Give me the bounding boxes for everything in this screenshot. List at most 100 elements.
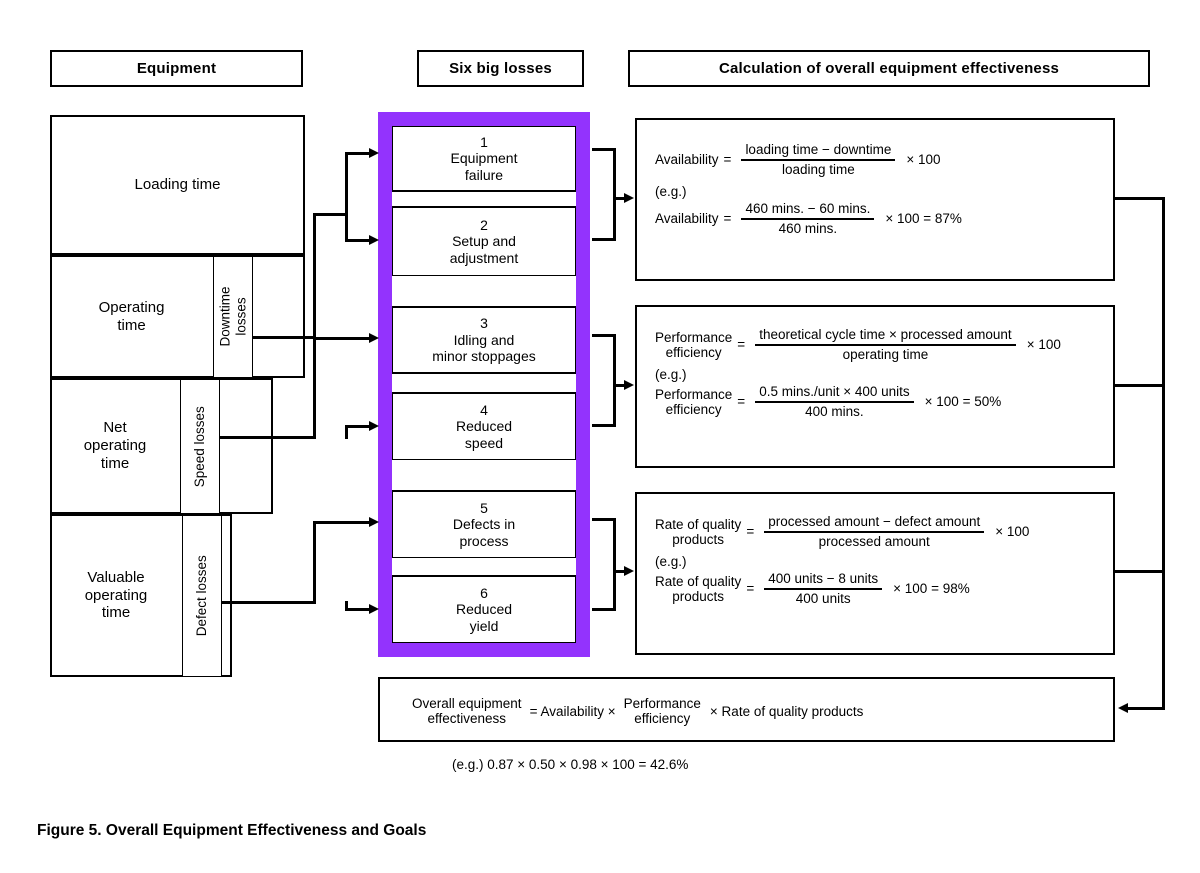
header-losses-label: Six big losses xyxy=(449,60,552,77)
quality-example-formula: Rate of quality products = 400 units − 8… xyxy=(655,571,1113,607)
connector-performance-out xyxy=(1113,384,1165,387)
availability-main-formula: Availability = loading time − downtime l… xyxy=(655,142,1113,178)
availability-example-formula: Availability = 460 mins. − 60 mins. 460 … xyxy=(655,201,1113,237)
equipment-row-operating-time xyxy=(50,255,305,378)
connector-defect-trunk-h xyxy=(222,601,316,604)
oee-mid: Performance efficiency xyxy=(624,696,701,726)
performance-eg-denominator: 400 mins. xyxy=(805,403,864,419)
connector-loss12-bus xyxy=(613,148,616,241)
loss-item-5[interactable]: 5 Defects in process xyxy=(392,490,576,558)
connector-availability-out xyxy=(1113,197,1165,200)
performance-eg-lhs-line2: efficiency xyxy=(665,401,722,417)
oee-mid-line1: Performance xyxy=(623,696,701,711)
availability-eg-lhs: Availability xyxy=(655,211,719,227)
quality-main-formula: Rate of quality products = processed amo… xyxy=(655,514,1113,550)
equipment-row-loading-time xyxy=(50,115,305,255)
connector-defect-arrow-line-2 xyxy=(345,608,371,611)
performance-eg-lhs-line1: Performance xyxy=(655,386,733,402)
connector-defect-arrow-line-1 xyxy=(345,521,371,524)
equals-sign: = xyxy=(723,152,732,168)
arrow-to-loss-6 xyxy=(369,604,379,614)
equipment-row-valuable-operating-time-label: Valuable operating time xyxy=(50,514,182,677)
connector-loss12-stub-2 xyxy=(592,238,616,241)
fraction-bar xyxy=(755,344,1016,346)
connector-downtime-trunk-h xyxy=(253,336,316,339)
connector-loss56-stub-2 xyxy=(592,608,616,611)
availability-eg-tail: × 100 = 87% xyxy=(885,211,962,227)
performance-eg-label: (e.g.) xyxy=(655,366,687,382)
arrow-to-performance-box xyxy=(624,380,634,390)
downtime-losses-label: Downtime losses xyxy=(217,286,248,348)
availability-denominator: loading time xyxy=(782,161,855,177)
fraction-bar xyxy=(755,401,914,403)
connector-loss56-stub-1 xyxy=(592,518,616,521)
loss-item-6[interactable]: 6 Reduced yield xyxy=(392,575,576,643)
header-six-big-losses: Six big losses xyxy=(417,50,584,87)
quality-lhs: Rate of quality products xyxy=(655,517,741,547)
loss-item-1[interactable]: 1 Equipment failure xyxy=(392,126,576,192)
connector-downtime-arm-v-1 xyxy=(345,152,348,216)
availability-eg-fraction: 460 mins. − 60 mins. 460 mins. xyxy=(741,200,875,237)
arrow-to-loss-2 xyxy=(369,235,379,245)
arrow-to-availability-box xyxy=(624,193,634,203)
availability-eg-numerator: 460 mins. − 60 mins. xyxy=(745,200,871,216)
valuable-operating-time-text: Valuable operating time xyxy=(84,568,148,622)
connector-loss12-to-availability xyxy=(613,197,626,200)
connector-defect-branch-h-top xyxy=(313,521,348,524)
performance-eg-tail: × 100 = 50% xyxy=(924,394,1002,410)
connector-loss34-stub-2 xyxy=(592,424,616,427)
quality-fraction: processed amount − defect amount process… xyxy=(764,514,985,550)
loss-item-2-label: Setup and adjustment xyxy=(449,233,519,266)
loss-item-4-label: Reduced speed xyxy=(455,418,513,451)
equipment-row-net-operating-time xyxy=(50,378,273,514)
loss-item-4[interactable]: 4 Reduced speed xyxy=(392,392,576,460)
availability-numerator: loading time − downtime xyxy=(745,142,892,157)
connector-speed-trunk-v xyxy=(313,337,316,439)
connector-loss34-stub-1 xyxy=(592,334,616,337)
equipment-row-net-operating-time-label: Net operating time xyxy=(50,378,180,514)
downtime-losses-strip: Downtime losses xyxy=(213,256,253,378)
performance-fraction: theoretical cycle time × processed amoun… xyxy=(755,327,1016,363)
quality-eg-fraction: 400 units − 8 units 400 units xyxy=(764,570,883,607)
equals-sign: = xyxy=(737,337,746,353)
oee-example-line: (e.g.) 0.87 × 0.50 × 0.98 × 100 = 42.6% xyxy=(452,757,689,772)
loss-item-6-label: Reduced yield xyxy=(455,601,513,634)
quality-eg-numerator: 400 units − 8 units xyxy=(768,570,879,586)
loss-item-1-number: 1 xyxy=(480,133,488,150)
header-equipment-label: Equipment xyxy=(136,60,217,77)
header-calculation: Calculation of overall equipment effecti… xyxy=(628,50,1150,87)
performance-eg-numerator: 0.5 mins./unit × 400 units xyxy=(759,383,910,399)
connector-downtime-arrow-line-2 xyxy=(345,239,371,242)
equals-sign: = xyxy=(723,211,732,227)
equals-sign: = xyxy=(746,524,755,540)
quality-lhs-line1: Rate of quality xyxy=(655,516,742,532)
formula-box-oee: Overall equipment effectiveness = Availa… xyxy=(378,677,1115,742)
connector-quality-out xyxy=(1113,570,1165,573)
quality-tail: × 100 xyxy=(995,524,1030,540)
oee-lhs-line1: Overall equipment xyxy=(412,696,522,711)
equipment-row-loading-time-label: Loading time xyxy=(50,115,305,255)
header-equipment: Equipment xyxy=(50,50,303,87)
defect-losses-label: Defect losses xyxy=(194,555,210,637)
speed-losses-label: Speed losses xyxy=(192,405,208,488)
net-operating-time-text: Net operating time xyxy=(83,419,147,472)
connector-loss56-to-quality xyxy=(613,570,626,573)
quality-lhs-line2: products xyxy=(672,531,725,547)
arrow-to-loss-4 xyxy=(369,421,379,431)
speed-losses-strip: Speed losses xyxy=(180,379,220,514)
connector-bus-to-oee xyxy=(1128,707,1165,710)
loss-item-4-number: 4 xyxy=(480,401,488,418)
oee-equals-availability: = Availability × xyxy=(529,703,616,719)
connector-downtime-arrow-line-1 xyxy=(345,152,371,155)
loss-item-3[interactable]: 3 Idling and minor stoppages xyxy=(392,306,576,374)
connector-speed-arrow-line-1 xyxy=(345,337,371,340)
loss-item-2[interactable]: 2 Setup and adjustment xyxy=(392,206,576,276)
connector-defect-trunk-v xyxy=(313,521,316,604)
loss-item-1-label: Equipment failure xyxy=(450,150,518,183)
loss-item-2-number: 2 xyxy=(480,216,488,233)
performance-denominator: operating time xyxy=(842,346,929,362)
connector-speed-arrow-line-2 xyxy=(345,425,371,428)
fraction-bar xyxy=(741,218,875,220)
header-calculation-label: Calculation of overall equipment effecti… xyxy=(718,60,1060,77)
